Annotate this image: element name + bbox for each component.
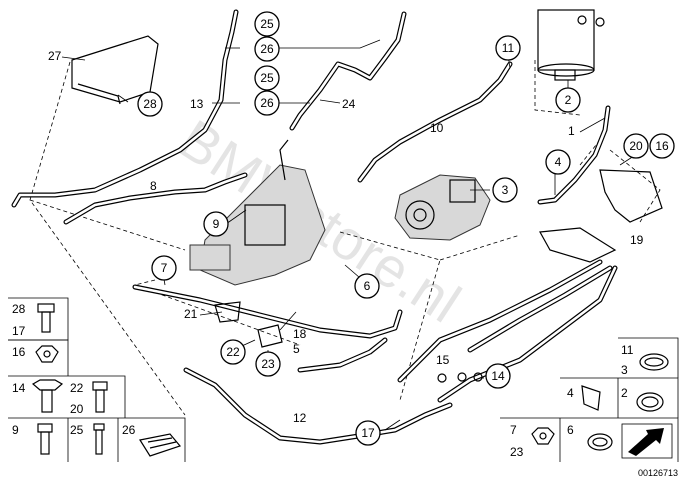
legend-left: 28 17 16 14 22 20 9 25 (8, 297, 186, 462)
guide-lines (29, 60, 661, 416)
svg-text:17: 17 (361, 426, 375, 440)
label-8: 8 (150, 179, 157, 193)
svg-text:11: 11 (502, 41, 515, 55)
arrow-icon (621, 423, 673, 459)
legend-left-16: 16 (12, 345, 26, 359)
svg-text:2: 2 (565, 93, 572, 107)
svg-text:7: 7 (161, 261, 168, 275)
stud-icon (93, 423, 105, 455)
legend-left-20: 20 (70, 402, 84, 416)
label-18: 18 (293, 327, 307, 341)
reference-number: 00126713 (638, 468, 678, 478)
hose-line-5 (132, 284, 403, 373)
svg-text:25: 25 (260, 71, 274, 85)
callout-3[interactable]: 3 (492, 177, 518, 203)
hose-line-cooler (397, 259, 618, 403)
bracket-19-part (539, 169, 663, 263)
legend-left-26: 26 (122, 423, 136, 437)
hose-line-8 (63, 172, 248, 225)
label-5: 5 (293, 342, 300, 356)
reservoir-part (537, 9, 605, 81)
svg-text:4: 4 (555, 155, 562, 169)
label-15: 15 (436, 353, 450, 367)
callout-26-top[interactable]: 26 (254, 36, 280, 62)
svg-text:22: 22 (226, 345, 240, 359)
seal-rings-part (437, 372, 483, 383)
bracket-18-part (214, 301, 283, 348)
hose-line-1 (537, 105, 611, 205)
legend-right-4: 4 (567, 386, 574, 400)
legend-right-6: 6 (567, 423, 574, 437)
svg-text:16: 16 (655, 139, 669, 153)
label-12: 12 (293, 411, 307, 425)
legend-left-22: 22 (70, 381, 84, 395)
washer-icon (587, 433, 613, 451)
flange-nut-icon (531, 427, 555, 445)
label-1: 1 (568, 124, 575, 138)
svg-text:26: 26 (260, 42, 274, 56)
plain-labels: 27 13 24 8 10 1 19 21 18 5 15 12 (48, 49, 644, 425)
clip-icon (139, 433, 182, 457)
leader-lines (61, 39, 641, 431)
svg-text:23: 23 (261, 357, 275, 371)
callout-4[interactable]: 4 (545, 149, 571, 175)
callout-7[interactable]: 7 (151, 255, 177, 281)
bolt-short-icon (37, 423, 53, 455)
clamp-icon (581, 385, 601, 411)
svg-text:3: 3 (502, 183, 509, 197)
callout-14[interactable]: 14 (485, 363, 511, 389)
svg-text:25: 25 (260, 17, 274, 31)
label-27: 27 (48, 49, 62, 63)
hex-bolt-icon (31, 379, 64, 413)
legend-left-28: 28 (12, 302, 26, 316)
legend-right-23: 23 (510, 445, 524, 459)
screw-icon (92, 381, 108, 413)
label-10: 10 (430, 121, 444, 135)
callout-17[interactable]: 17 (355, 420, 381, 446)
legend-left-25: 25 (70, 423, 84, 437)
legend-left-9: 9 (12, 423, 19, 437)
callout-20[interactable]: 20 (623, 133, 649, 159)
svg-text:20: 20 (629, 139, 643, 153)
legend-right-7: 7 (510, 423, 517, 437)
hose-line-12 (183, 367, 453, 445)
callout-2[interactable]: 2 (555, 87, 581, 113)
worm-clamp-icon (636, 392, 664, 412)
legend-right: 11 3 4 2 7 23 6 (500, 337, 679, 462)
callout-11[interactable]: 11 (495, 35, 521, 61)
steering-gear-part (189, 139, 326, 286)
label-24: 24 (342, 97, 356, 111)
nut-icon (35, 345, 59, 363)
label-19: 19 (630, 233, 644, 247)
callout-6[interactable]: 6 (354, 273, 380, 299)
legend-right-3: 3 (621, 363, 628, 377)
legend-left-17: 17 (12, 324, 26, 338)
callout-9[interactable]: 9 (203, 211, 229, 237)
steering-pump-part (394, 174, 491, 241)
hose-line-24 (289, 11, 407, 131)
callout-25-mid[interactable]: 25 (254, 65, 280, 91)
svg-text:6: 6 (364, 279, 371, 293)
svg-text:26: 26 (260, 96, 274, 110)
callout-25-top[interactable]: 25 (254, 11, 280, 37)
svg-text:28: 28 (143, 97, 157, 111)
label-13: 13 (190, 97, 204, 111)
hose-clamp-icon (639, 353, 669, 371)
callout-23[interactable]: 23 (255, 351, 281, 377)
callout-22[interactable]: 22 (220, 339, 246, 365)
svg-text:9: 9 (213, 217, 220, 231)
callout-26-mid[interactable]: 26 (254, 90, 280, 116)
bolt-icon (37, 303, 55, 333)
legend-right-11: 11 (621, 343, 634, 357)
legend-left-14: 14 (12, 381, 26, 395)
label-21: 21 (184, 307, 198, 321)
legend-right-2: 2 (621, 386, 628, 400)
callout-16[interactable]: 16 (649, 133, 675, 159)
hose-line-10 (357, 61, 513, 183)
callout-28[interactable]: 28 (137, 91, 163, 117)
hose-line-13 (11, 9, 239, 208)
svg-text:14: 14 (491, 369, 505, 383)
